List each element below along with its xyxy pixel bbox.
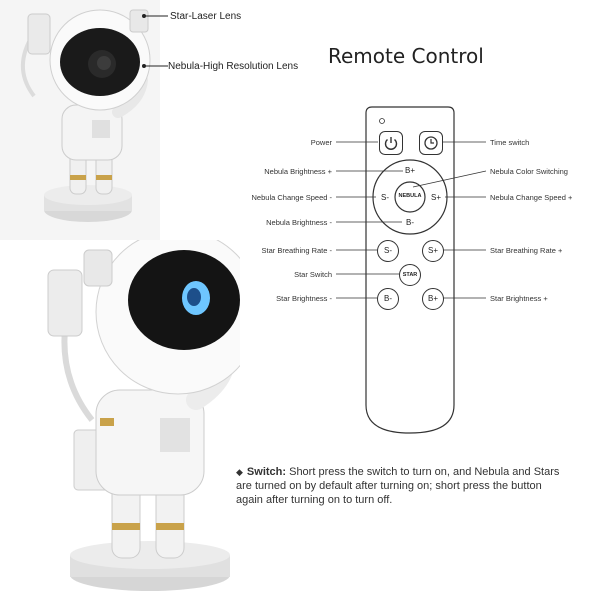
nebula-lens-label: Nebula-High Resolution Lens: [168, 61, 299, 72]
star-brightness-down-button[interactable]: B-: [377, 288, 399, 310]
nebula-speed-down-button[interactable]: S-: [381, 193, 389, 202]
label-power: Power: [310, 138, 332, 147]
note-text: Short press the switch to turn on, and N…: [236, 466, 560, 506]
label-star-brightness-minus: Star Brightness -: [276, 294, 332, 303]
label-nebula-color-switching: Nebula Color Switching: [490, 167, 568, 176]
nebula-speed-up-button[interactable]: S+: [430, 193, 441, 202]
astronaut-large-image: [0, 240, 240, 600]
label-nebula-brightness-minus: Nebula Brightness -: [266, 218, 332, 227]
note-heading: Switch:: [246, 466, 287, 478]
switch-note: ◆Switch: Short press the switch to turn …: [236, 465, 566, 507]
label-nebula-change-speed-minus: Nebula Change Speed -: [251, 193, 332, 202]
label-nebula-change-speed-plus: Nebula Change Speed +: [490, 193, 573, 202]
star-breathing-up-button[interactable]: S+: [422, 240, 444, 262]
label-star-switch: Star Switch: [294, 270, 332, 279]
star-laser-lens-label: Star-Laser Lens: [170, 11, 242, 22]
nebula-brightness-down-button[interactable]: B-: [406, 218, 414, 227]
star-switch-button[interactable]: STAR: [399, 264, 421, 286]
label-star-brightness-plus: Star Brightness +: [490, 294, 548, 303]
nebula-brightness-up-button[interactable]: B+: [404, 166, 415, 175]
bullet-icon: ◆: [236, 467, 243, 477]
label-star-breathing-rate-minus: Star Breathing Rate -: [261, 246, 332, 255]
lens-callout-lines: [142, 14, 168, 68]
power-button[interactable]: [379, 131, 403, 155]
label-nebula-brightness-plus: Nebula Brightness +: [264, 167, 332, 176]
power-icon: [384, 137, 398, 150]
label-time-switch: Time switch: [490, 138, 530, 147]
astronaut-small-image: [0, 0, 160, 245]
star-breathing-down-button[interactable]: S-: [377, 240, 399, 262]
label-star-breathing-rate-plus: Star Breathing Rate +: [490, 246, 563, 255]
star-brightness-up-button[interactable]: B+: [422, 288, 444, 310]
nebula-center-button[interactable]: NEBULA: [398, 193, 422, 199]
timer-icon: [424, 136, 438, 150]
timer-button[interactable]: [419, 131, 443, 155]
page-title: Remote Control: [328, 44, 484, 68]
